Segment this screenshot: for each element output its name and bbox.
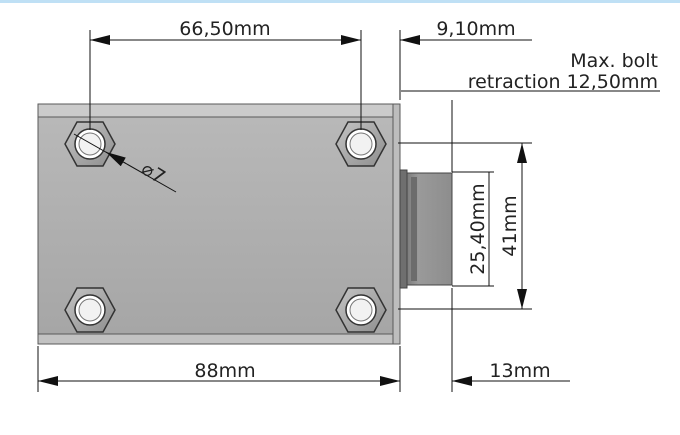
- bolt: [399, 169, 453, 289]
- mounting-nut-top-left: [64, 121, 116, 167]
- retraction-note-line2: retraction 12,50mm: [468, 71, 658, 93]
- bolt-height-label: 25,40mm: [467, 183, 489, 274]
- dimension-bolt-offset: 9,10mm: [400, 18, 532, 45]
- bolt-length-label: 13mm: [489, 360, 550, 382]
- extension-lines: [37, 30, 660, 392]
- dimension-bolt-length: 13mm: [452, 360, 570, 386]
- retraction-note-line1: Max. bolt: [570, 50, 658, 72]
- retraction-note: Max. bolt retraction 12,50mm: [468, 50, 658, 93]
- top-accent-bar: [0, 0, 680, 3]
- body-height-label: 41mm: [499, 195, 521, 256]
- bolt-offset-label: 9,10mm: [436, 18, 515, 40]
- body-length-label: 88mm: [194, 360, 255, 382]
- dimension-hole-spacing: 66,50mm: [90, 18, 361, 45]
- mounting-nut-bottom-left: [64, 287, 116, 333]
- hole-spacing-label: 66,50mm: [179, 18, 270, 40]
- dimension-bolt-height: 25,40mm: [467, 172, 490, 286]
- mounting-nut-top-right: [335, 121, 387, 167]
- mounting-nut-bottom-right: [335, 287, 387, 333]
- dimension-body-height: 41mm: [499, 143, 527, 309]
- dimension-body-length: 88mm: [38, 360, 400, 386]
